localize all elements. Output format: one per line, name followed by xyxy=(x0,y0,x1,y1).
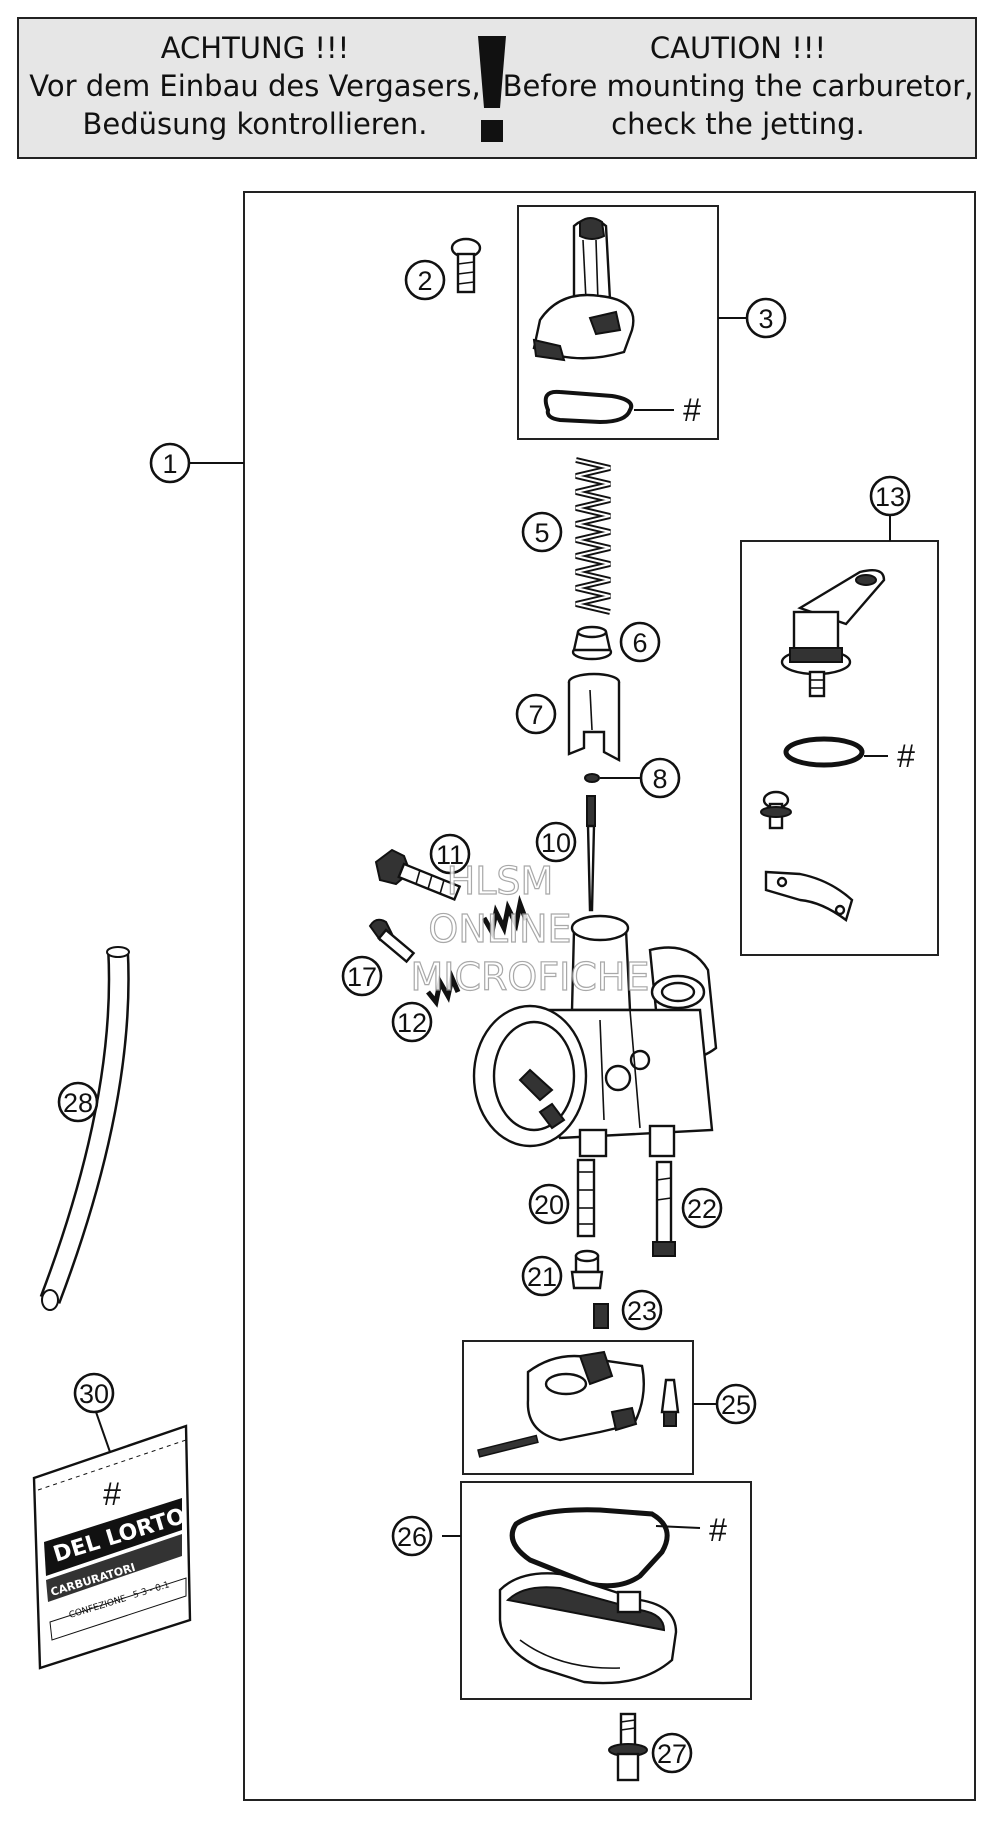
callout-7[interactable]: 7 xyxy=(515,693,557,735)
spring-part-5[interactable] xyxy=(575,457,611,615)
fuel-hose-part-28[interactable] xyxy=(39,946,130,1311)
float-needle-valve[interactable] xyxy=(660,1378,680,1427)
svg-text:2: 2 xyxy=(417,266,432,296)
warning-de-title: ACHTUNG !!! xyxy=(161,31,350,65)
svg-text:27: 27 xyxy=(657,1739,687,1769)
jetting-kit-bag-part-30[interactable]: # DEL LORTO CARBURATORI CONFEZIONE 5 3 -… xyxy=(32,1424,192,1670)
choke-bracket[interactable] xyxy=(764,870,854,922)
svg-text:3: 3 xyxy=(758,304,773,334)
spring-retainer-part-6[interactable] xyxy=(571,625,613,661)
needle-clip-part-8[interactable] xyxy=(584,773,600,783)
float-pin[interactable] xyxy=(477,1434,539,1458)
callout-20[interactable]: 20 xyxy=(528,1183,570,1225)
callout-17[interactable]: 17 xyxy=(341,955,383,997)
callout-8[interactable]: 8 xyxy=(639,757,681,799)
float-bowl-part-26[interactable] xyxy=(498,1572,678,1685)
float-bowl-group-box xyxy=(460,1481,752,1700)
warning-en-line2: check the jetting. xyxy=(611,107,865,141)
callout-1[interactable]: 1 xyxy=(149,442,191,484)
main-jet-part-20[interactable] xyxy=(576,1158,596,1238)
warning-banner: ACHTUNG !!! Vor dem Einbau des Vergasers… xyxy=(17,17,977,159)
callout-12[interactable]: 12 xyxy=(391,1001,433,1043)
svg-text:25: 25 xyxy=(721,1390,751,1420)
svg-text:23: 23 xyxy=(627,1296,657,1326)
warning-de-line2: Bedüsung kontrollieren. xyxy=(82,107,427,141)
watermark-line3: MICROFICHE xyxy=(410,955,649,999)
choke-screw[interactable] xyxy=(760,790,792,830)
mixture-spring-part-12[interactable] xyxy=(426,969,461,1008)
bag-hash-mark: # xyxy=(103,1476,121,1512)
callout-27[interactable]: 27 xyxy=(651,1732,693,1774)
svg-text:5: 5 xyxy=(534,518,549,548)
warning-en-line1: Before mounting the carburetor, xyxy=(503,69,974,103)
cover-gasket[interactable] xyxy=(543,389,634,425)
choke-lever-part-13[interactable] xyxy=(780,569,886,698)
bowl-gasket-hash-mark: # xyxy=(709,1512,727,1548)
svg-text:11: 11 xyxy=(436,840,464,870)
svg-text:7: 7 xyxy=(528,700,543,730)
idle-screw-part-11[interactable] xyxy=(374,848,462,902)
gasket-hash-mark: # xyxy=(683,392,701,428)
callout-6[interactable]: 6 xyxy=(619,621,661,663)
exclamation-icon xyxy=(478,36,506,142)
choke-gasket-hash-mark: # xyxy=(897,738,915,774)
callout-30[interactable]: 30 xyxy=(73,1372,115,1414)
svg-text:1: 1 xyxy=(162,449,177,479)
jet-holder-part-21[interactable] xyxy=(570,1249,604,1290)
callout-5[interactable]: 5 xyxy=(521,511,563,553)
callout-25[interactable]: 25 xyxy=(715,1383,757,1425)
screw-part-2[interactable] xyxy=(450,237,482,294)
throttle-slide-part-7[interactable] xyxy=(567,672,621,762)
svg-text:26: 26 xyxy=(397,1522,427,1552)
assembly-frame xyxy=(243,191,976,1801)
svg-text:21: 21 xyxy=(527,1262,557,1292)
jet-needle-part-10[interactable] xyxy=(586,795,596,912)
svg-text:20: 20 xyxy=(534,1190,564,1220)
callout-2[interactable]: 2 xyxy=(404,259,446,301)
warning-de-line1: Vor dem Einbau des Vergasers, xyxy=(29,69,481,103)
choke-gasket[interactable] xyxy=(783,736,865,768)
float-bowl-gasket[interactable] xyxy=(509,1507,670,1589)
carburetor-cover-part-3[interactable] xyxy=(532,217,635,362)
callout-28[interactable]: 28 xyxy=(57,1081,99,1123)
warning-en-title: CAUTION !!! xyxy=(650,31,826,65)
svg-text:10: 10 xyxy=(541,828,571,858)
idle-jet-part-23[interactable] xyxy=(593,1303,609,1329)
callout-3[interactable]: 3 xyxy=(745,297,787,339)
float-part-25[interactable] xyxy=(526,1350,645,1442)
carburetor-body[interactable] xyxy=(472,914,718,1158)
svg-text:12: 12 xyxy=(397,1008,427,1038)
callout-23[interactable]: 23 xyxy=(621,1289,663,1331)
svg-text:6: 6 xyxy=(632,628,647,658)
watermark-line1: HLSM xyxy=(447,859,554,903)
callout-11[interactable]: 11 xyxy=(429,833,471,875)
callout-26[interactable]: 26 xyxy=(391,1515,433,1557)
cover-group-box xyxy=(517,205,719,440)
callout-21[interactable]: 21 xyxy=(521,1255,563,1297)
callout-10[interactable]: 10 xyxy=(535,821,577,863)
idle-spring[interactable] xyxy=(481,894,529,940)
callout-22[interactable]: 22 xyxy=(681,1187,723,1229)
drain-screw-part-27[interactable] xyxy=(608,1712,648,1782)
choke-group-box xyxy=(740,540,939,956)
svg-text:30: 30 xyxy=(79,1379,109,1409)
emulsion-tube-part-22[interactable] xyxy=(652,1160,676,1257)
watermark: HLSM ONLINE MICROFICHE xyxy=(410,858,650,999)
svg-text:8: 8 xyxy=(652,764,667,794)
mixture-screw-part-17[interactable] xyxy=(368,918,416,964)
watermark-line2: ONLINE xyxy=(428,907,571,951)
svg-text:28: 28 xyxy=(63,1088,93,1118)
callout-13[interactable]: 13 xyxy=(869,475,911,517)
svg-text:13: 13 xyxy=(875,482,905,512)
svg-text:22: 22 xyxy=(687,1194,717,1224)
svg-text:17: 17 xyxy=(347,962,377,992)
float-group-box xyxy=(462,1340,694,1475)
